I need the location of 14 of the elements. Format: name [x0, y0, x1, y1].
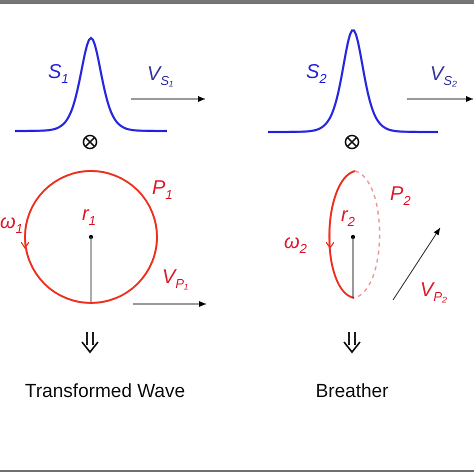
velocity-label: V$_{S₂}$: [430, 64, 457, 87]
symbol-label: S$_{2}$: [306, 62, 327, 85]
caption-text: Transformed Wave: [24, 382, 186, 401]
velocity-label: V$_{P₂}$: [420, 280, 447, 303]
caption-text: Breather: [314, 382, 390, 401]
symbol-label: S$_{1}$: [48, 62, 69, 85]
symbol-label: ω$_{1}$: [0, 212, 23, 235]
symbol-label: ω$_{2}$: [284, 232, 307, 255]
symbol-label: r$_{1}$: [82, 204, 96, 227]
symbol-label: P$_{1}$: [152, 178, 173, 201]
symbol-label: r$_{2}$: [341, 205, 355, 228]
velocity-label: V$_{P₁}$: [162, 267, 188, 290]
velocity-label: V$_{S₁}$: [147, 64, 174, 87]
symbol-label: P$_{2}$: [390, 184, 411, 207]
